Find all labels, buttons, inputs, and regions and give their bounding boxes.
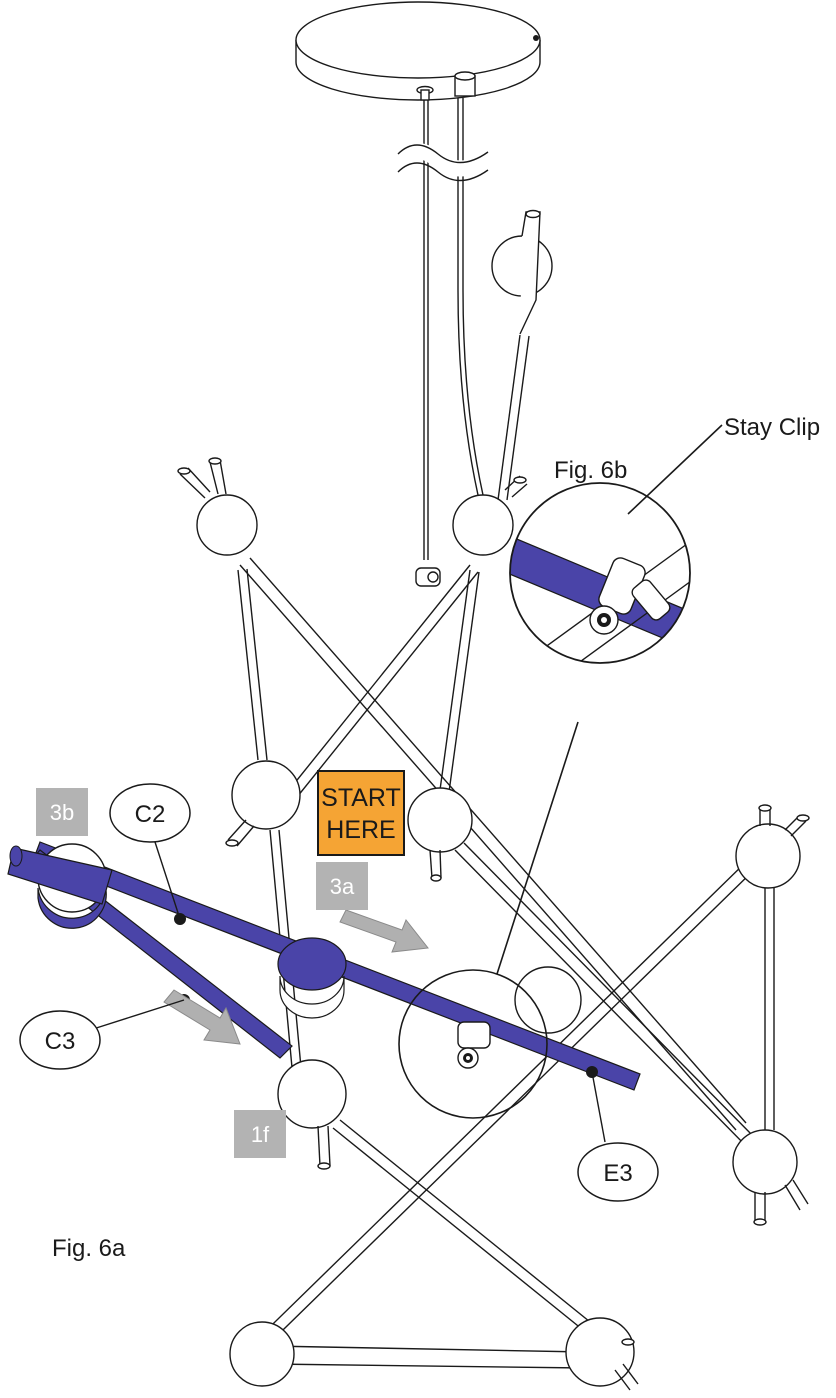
step-tag-1f: 1f (234, 1110, 286, 1158)
label-e3: E3 (577, 1142, 659, 1202)
hubs (177, 209, 810, 1391)
detail-circle-small (398, 969, 548, 1119)
stay-clip-label: Stay Clip (724, 414, 820, 441)
step-tag-3b-text: 3b (50, 800, 74, 825)
fig-6a-caption: Fig. 6a (52, 1235, 126, 1262)
label-leaders (89, 841, 606, 1143)
start-here-line2: HERE (326, 816, 395, 844)
ceiling-canopy (295, 1, 541, 101)
detail-leader-line (496, 721, 579, 975)
step-tag-3a: 3a (316, 862, 368, 910)
stay-clip-main (457, 1021, 491, 1069)
label-c3: C3 (19, 1010, 101, 1070)
step-tag-3a-text: 3a (330, 874, 355, 899)
step-tag-3b: 3b (36, 788, 88, 836)
label-c2: C2 (109, 783, 191, 843)
label-c2-text: C2 (135, 801, 166, 828)
stay-clip-leader (627, 424, 723, 515)
label-c3-text: C3 (45, 1028, 76, 1055)
label-e3-text: E3 (603, 1160, 632, 1187)
fig-6b-detail (509, 424, 723, 664)
direction-arrows (163, 909, 429, 1045)
suspension-cables (392, 98, 493, 587)
fig-6b-caption: Fig. 6b (554, 457, 627, 484)
start-here-badge: START HERE (317, 770, 405, 856)
step-tag-1f-text: 1f (251, 1122, 270, 1147)
start-here-line1: START (321, 784, 401, 812)
